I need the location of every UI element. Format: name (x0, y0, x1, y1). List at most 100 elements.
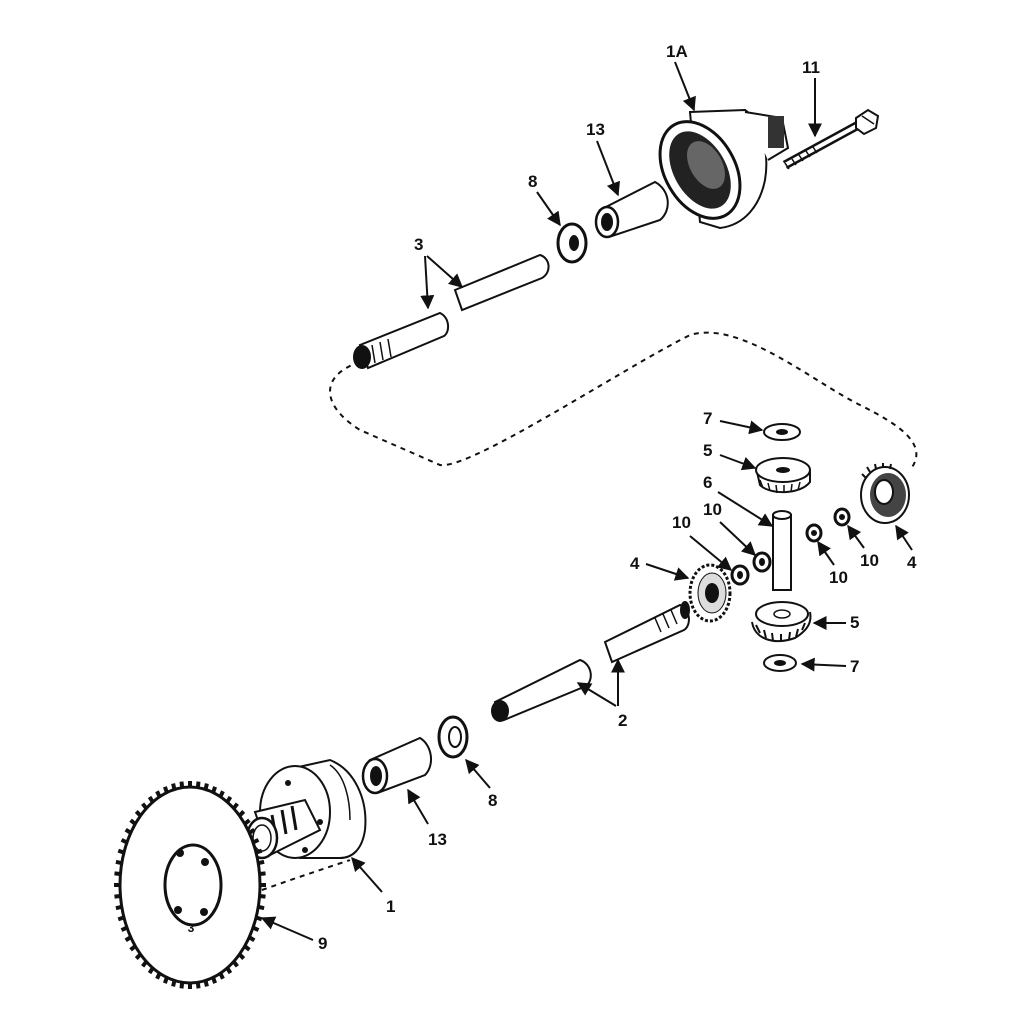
callout-6: 6 (703, 473, 712, 492)
sprocket-tooth (163, 976, 169, 984)
sprocket-tooth (252, 838, 260, 845)
sprocket-tooth (141, 960, 148, 968)
leader-10-d (847, 524, 865, 549)
leader-10-a (689, 535, 733, 571)
bushing-13-bottom (361, 736, 432, 795)
sprocket-tooth (257, 859, 265, 866)
sprocket-tooth (225, 795, 233, 804)
leader-5-top (719, 454, 757, 471)
axle-2 (491, 601, 690, 722)
sprocket-tooth (114, 893, 121, 899)
sprocket-tooth (124, 935, 132, 943)
sprocket-tooth (171, 980, 177, 987)
callout-5-top: 5 (703, 441, 712, 460)
callout-7-bottom: 7 (850, 657, 859, 676)
leader-3-a (420, 255, 435, 310)
sprocket-tooth (114, 871, 121, 877)
sprocket-tooth (115, 859, 123, 866)
callout-13-top: 13 (586, 120, 605, 139)
callout-7-top: 7 (703, 409, 712, 428)
callout-4-right: 4 (907, 553, 917, 572)
axle-3 (353, 253, 550, 370)
callout-8-bottom: 8 (488, 791, 497, 810)
washer-8-top (556, 222, 588, 264)
sprocket-tooth (195, 781, 201, 788)
leader-4-right (895, 524, 913, 551)
sprocket-tooth (171, 783, 177, 790)
sprocket-tooth (203, 980, 209, 987)
pinion-shaft-6 (772, 510, 792, 591)
sprocket-tooth (124, 827, 132, 835)
sprocket-tooth (238, 952, 246, 960)
sprocket-tooth (163, 786, 169, 794)
leader-9 (260, 916, 314, 941)
sprocket-tooth (218, 790, 225, 798)
callout-8-top: 8 (528, 172, 537, 191)
sprocket-tooth (232, 960, 239, 968)
sprocket-tooth (179, 781, 185, 788)
sprocket-tooth (211, 786, 217, 794)
sprocket-tooth (252, 925, 260, 932)
sprocket-tooth (195, 982, 201, 989)
sprocket-tooth (134, 810, 142, 818)
thrust-washer-7-bottom (763, 654, 797, 672)
callout-13-bottom: 13 (428, 830, 447, 849)
leader-8-bottom (465, 758, 491, 789)
sprocket-tooth (120, 925, 128, 932)
callout-1: 1 (386, 897, 395, 916)
sprocket-tooth (248, 935, 256, 943)
sprocket-tooth (129, 944, 137, 952)
sprocket-tooth (147, 966, 155, 975)
sprocket-tooth (134, 952, 142, 960)
callout-10-b: 10 (703, 500, 722, 519)
side-gear-4-right (860, 463, 910, 524)
washer-8-bottom (437, 715, 469, 759)
sprocket-tooth (232, 802, 239, 810)
callout-11: 11 (802, 58, 820, 77)
leader-4-left (645, 563, 690, 581)
sprocket-tooth (117, 848, 125, 855)
sprocket-tooth (218, 972, 225, 980)
sprocket-tooth (255, 915, 263, 922)
leader-10-b (719, 521, 757, 556)
spacers-10 (730, 507, 851, 586)
callout-9: 9 (318, 934, 327, 953)
callout-1a: 1A (666, 42, 688, 61)
sprocket-tooth (259, 871, 266, 877)
sprocket-tooth (211, 976, 217, 984)
bushing-13-top (594, 180, 669, 239)
sprocket-tooth (115, 904, 123, 911)
leader-7-top (719, 420, 764, 435)
differential-case-1a (658, 108, 790, 230)
pinion-gear-5-bottom (751, 601, 812, 642)
leader-3-b (426, 255, 464, 288)
sprocket-tooth (141, 802, 148, 810)
sprocket-tooth (203, 783, 209, 790)
side-gear-4-left (688, 563, 732, 623)
sprocket-hole-mark: 3 (188, 921, 195, 935)
sprocket-tooth (238, 810, 246, 818)
sprocket-9 (114, 781, 266, 989)
leader-10-c (817, 540, 835, 566)
sprocket-tooth (179, 982, 185, 989)
callout-10-c: 10 (829, 568, 848, 587)
sprocket-tooth (255, 848, 263, 855)
callout-5-bottom: 5 (850, 613, 859, 632)
pinion-gear-5-top (755, 457, 811, 494)
callout-10-d: 10 (860, 551, 879, 570)
callout-3: 3 (414, 235, 423, 254)
sprocket-tooth (257, 904, 265, 911)
leader-8-top (536, 191, 561, 227)
sprocket-tooth (259, 893, 266, 899)
sprocket-tooth (243, 944, 251, 952)
callout-2: 2 (618, 711, 627, 730)
leader-13-top (596, 140, 620, 197)
differential-case-1 (245, 758, 367, 860)
assembly-dashed-line (329, 331, 918, 471)
sprocket-tooth (243, 818, 251, 826)
leader-6 (717, 491, 774, 527)
sprocket-tooth (155, 972, 162, 980)
callout-4-left: 4 (630, 554, 640, 573)
bolt-11 (782, 108, 880, 170)
